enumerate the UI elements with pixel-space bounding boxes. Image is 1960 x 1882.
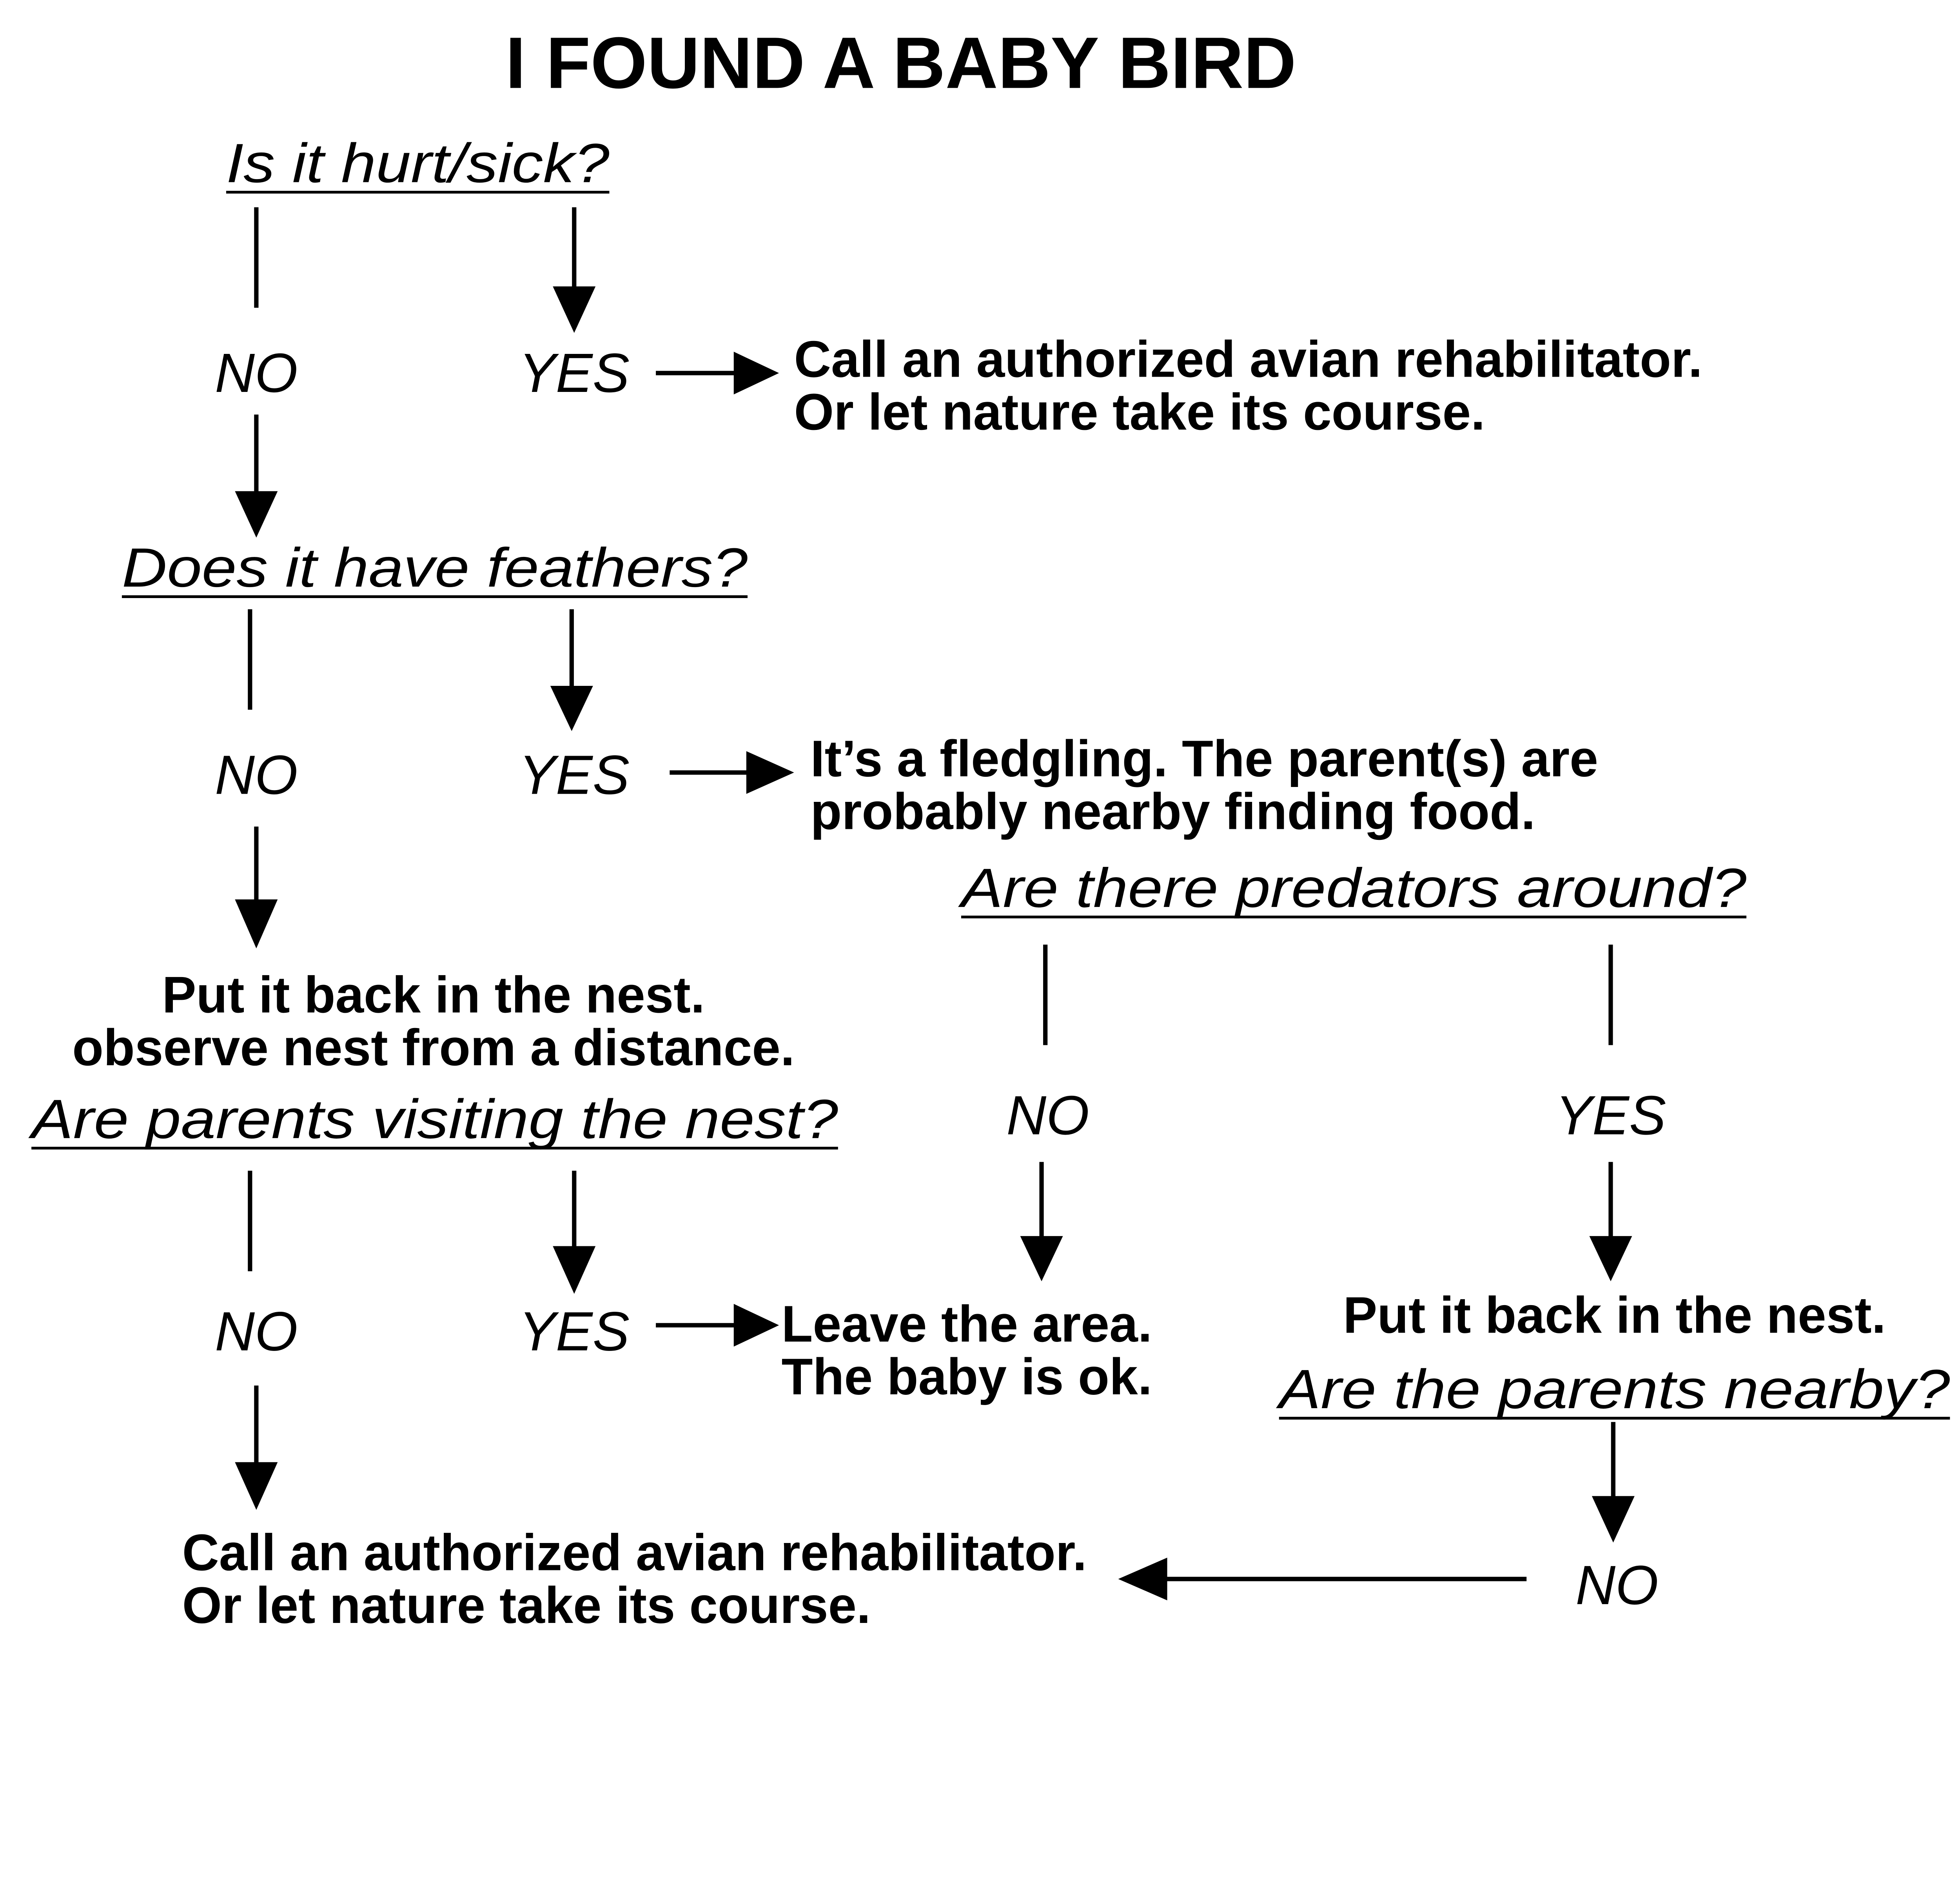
label-yes: YES: [1555, 1084, 1666, 1146]
arrow-down-icon: [235, 826, 278, 948]
label-no: NO: [1575, 1554, 1659, 1616]
label-no: NO: [215, 744, 298, 806]
answer-fledgling-line1: It’s a fledgling. The parent(s) are: [810, 730, 1598, 787]
arrow-right-icon: [656, 1304, 779, 1347]
label-yes: YES: [519, 1300, 630, 1362]
question-predators: Are there predators around?: [958, 857, 1747, 919]
label-no: NO: [215, 1300, 298, 1362]
answer-rehab-final-line2: Or let nature take its course.: [182, 1576, 871, 1633]
arrow-right-icon: [670, 751, 794, 794]
page-title: I FOUND A BABY BIRD: [506, 22, 1296, 103]
label-yes: YES: [519, 342, 630, 404]
answer-rehab-line2: Or let nature take its course.: [794, 383, 1485, 441]
answer-put-back-line2: observe nest from a distance.: [72, 1019, 795, 1076]
flowchart: I FOUND A BABY BIRD Is it hurt/sick? NO …: [28, 22, 1950, 1633]
question-parents-visiting: Are parents visiting the nest?: [28, 1088, 838, 1150]
label-yes: YES: [519, 744, 630, 806]
question-hurt: Is it hurt/sick?: [226, 132, 610, 194]
arrow-down-icon: [553, 1171, 596, 1294]
answer-rehab-final-line1: Call an authorized avian rehabilitator.: [182, 1523, 1087, 1581]
answer-leave-line1: Leave the area.: [782, 1295, 1152, 1353]
answer-put-back-line1: Put it back in the nest.: [162, 966, 705, 1023]
arrow-down-icon: [235, 414, 278, 538]
answer-rehab-line1: Call an authorized avian rehabilitator.: [794, 330, 1702, 388]
arrow-left-icon: [1118, 1557, 1527, 1601]
label-no: NO: [215, 342, 298, 404]
label-no: NO: [1006, 1084, 1089, 1146]
answer-leave-line2: The baby is ok.: [782, 1348, 1152, 1405]
answer-put-back: Put it back in the nest.: [1343, 1286, 1886, 1344]
arrow-down-icon: [553, 207, 596, 333]
arrow-down-icon: [1589, 1162, 1632, 1282]
arrow-down-icon: [235, 1385, 278, 1510]
arrow-down-icon: [1020, 1162, 1063, 1282]
answer-fledgling-line2: probably nearby finding food.: [810, 782, 1535, 840]
arrow-down-icon: [1592, 1422, 1635, 1543]
arrow-right-icon: [656, 352, 779, 395]
arrow-down-icon: [550, 609, 593, 731]
question-parents-nearby: Are the parents nearby?: [1276, 1358, 1950, 1420]
question-feathers: Does it have feathers?: [122, 537, 748, 598]
